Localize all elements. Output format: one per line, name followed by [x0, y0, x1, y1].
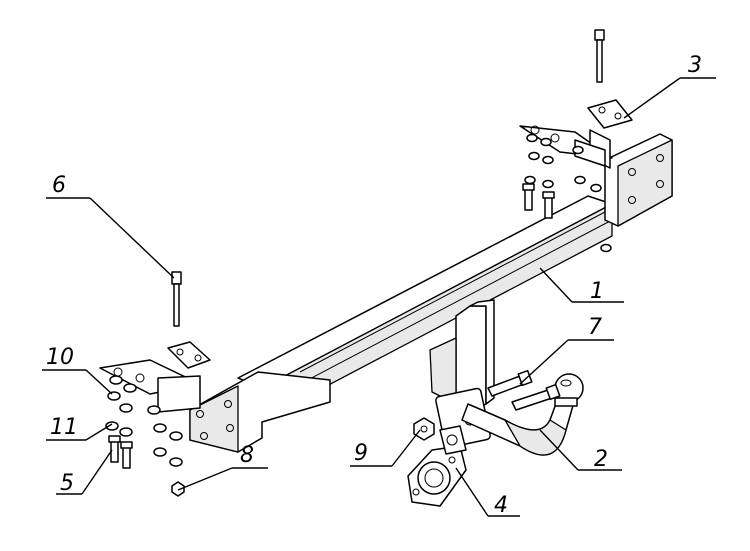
long-bolts [487, 369, 561, 411]
callout-6: 6 [52, 173, 66, 198]
callout-10: 10 [46, 345, 74, 370]
socket-plate [407, 425, 467, 507]
callout-9: 9 [354, 441, 368, 466]
right-mounting-bracket [519, 125, 673, 227]
callout-8: 8 [240, 443, 254, 468]
crossbar-beam [237, 195, 613, 421]
callout-11: 11 [50, 415, 78, 440]
bolt-part-6 [167, 271, 211, 369]
callout-5: 5 [60, 471, 74, 496]
nut-part-9 [413, 417, 435, 441]
center-mount-plate [429, 299, 495, 449]
bolt-part-3 [587, 29, 633, 129]
callout-1: 1 [590, 279, 604, 304]
callout-2: 2 [594, 447, 608, 472]
callout-7: 7 [588, 315, 602, 340]
left-mounting-bracket [99, 359, 331, 453]
leader-lines [42, 77, 716, 517]
right-fasteners [522, 133, 612, 253]
callout-4: 4 [494, 493, 508, 518]
callout-3: 3 [688, 53, 702, 78]
left-fasteners [105, 375, 185, 497]
callout-labels: 1 2 3 4 5 6 7 8 9 10 11 [46, 53, 702, 518]
